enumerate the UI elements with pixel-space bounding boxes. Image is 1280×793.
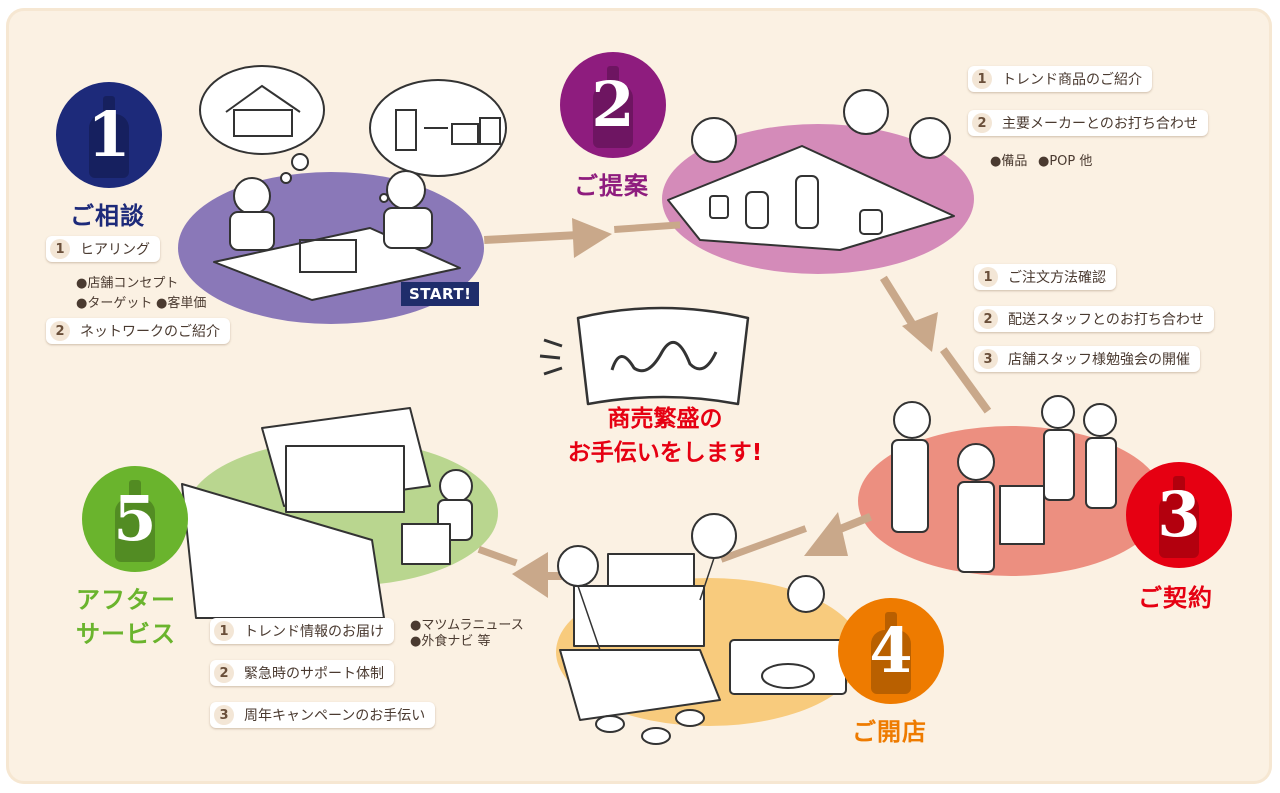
item-label: 配送スタッフとのお打ち合わせ	[1008, 312, 1204, 328]
step4-title: ご開店	[852, 718, 927, 746]
bottle-icon	[89, 96, 129, 178]
step5-item: 1 トレンド情報のお届け	[210, 618, 394, 644]
start-badge: START!	[401, 282, 480, 306]
item-number: 1	[214, 621, 234, 641]
step3-circle: 3	[1126, 462, 1232, 568]
step3-number: 3	[1157, 478, 1201, 551]
step5-circle: 5	[82, 466, 188, 572]
step5-number: 5	[113, 482, 157, 555]
step3-item: 2 配送スタッフとのお打ち合わせ	[974, 306, 1214, 332]
step1-sub-line2a: ●ターゲット	[76, 296, 153, 311]
item-number: 1	[50, 239, 70, 259]
item-number: 3	[978, 349, 998, 369]
step5-title-line1: アフター	[76, 586, 176, 614]
step2-item: 2 主要メーカーとのお打ち合わせ	[968, 110, 1208, 136]
step1-circle: 1	[56, 82, 162, 188]
step5-title-line2: サービス	[76, 620, 176, 648]
item-number: 2	[972, 113, 992, 133]
item-label: ご注文方法確認	[1008, 270, 1106, 286]
step1-item: 2 ネットワークのご紹介	[46, 318, 230, 344]
item-label: トレンド情報のお届け	[244, 624, 384, 640]
item-label: 主要メーカーとのお打ち合わせ	[1002, 116, 1198, 132]
item-label: 周年キャンペーンのお手伝い	[244, 708, 426, 724]
step5-sub-line1: ●マツムラニュース	[410, 618, 524, 633]
item-label: トレンド商品のご紹介	[1002, 72, 1142, 88]
center-message-line2: お手伝いをします!	[567, 440, 763, 466]
bottle-icon	[115, 480, 155, 562]
step5-item: 2 緊急時のサポート体制	[210, 660, 394, 686]
bottle-icon	[593, 66, 633, 148]
step1-sub-line1: ●店舗コンセプト	[76, 276, 179, 291]
item-label: 店舗スタッフ様勉強会の開催	[1008, 352, 1190, 368]
step1-item: 1 ヒアリング	[46, 236, 160, 262]
step2-sub-b: ●POP 他	[1038, 154, 1093, 169]
step1-title: ご相談	[70, 202, 145, 230]
step4-circle: 4	[838, 598, 944, 704]
item-number: 1	[972, 69, 992, 89]
step2-item: 1 トレンド商品のご紹介	[968, 66, 1152, 92]
item-number: 1	[978, 267, 998, 287]
center-message: 商売繁盛の お手伝いをします!	[540, 402, 790, 470]
step1-sub-line2b: ●客単価	[156, 296, 207, 311]
step2-title: ご提案	[574, 172, 649, 200]
step1-number: 1	[87, 98, 131, 171]
step3-title: ご契約	[1138, 584, 1213, 612]
step5-sub-line2: ●外食ナビ 等	[410, 634, 491, 649]
step2-sub-a: ●備品	[990, 154, 1028, 169]
step2-number: 2	[591, 68, 635, 141]
bottle-icon	[1159, 476, 1199, 558]
step4-number: 4	[869, 614, 913, 687]
step3-item: 3 店舗スタッフ様勉強会の開催	[974, 346, 1200, 372]
item-label: ネットワークのご紹介	[80, 324, 220, 340]
step5-item: 3 周年キャンペーンのお手伝い	[210, 702, 436, 728]
item-label: ヒアリング	[80, 242, 150, 258]
item-label: 緊急時のサポート体制	[244, 666, 384, 682]
bottle-icon	[871, 612, 911, 694]
item-number: 2	[978, 309, 998, 329]
center-message-line1: 商売繁盛の	[607, 406, 723, 432]
item-number: 3	[214, 705, 234, 725]
step2-circle: 2	[560, 52, 666, 158]
item-number: 2	[214, 663, 234, 683]
item-number: 2	[50, 321, 70, 341]
step3-item: 1 ご注文方法確認	[974, 264, 1116, 290]
